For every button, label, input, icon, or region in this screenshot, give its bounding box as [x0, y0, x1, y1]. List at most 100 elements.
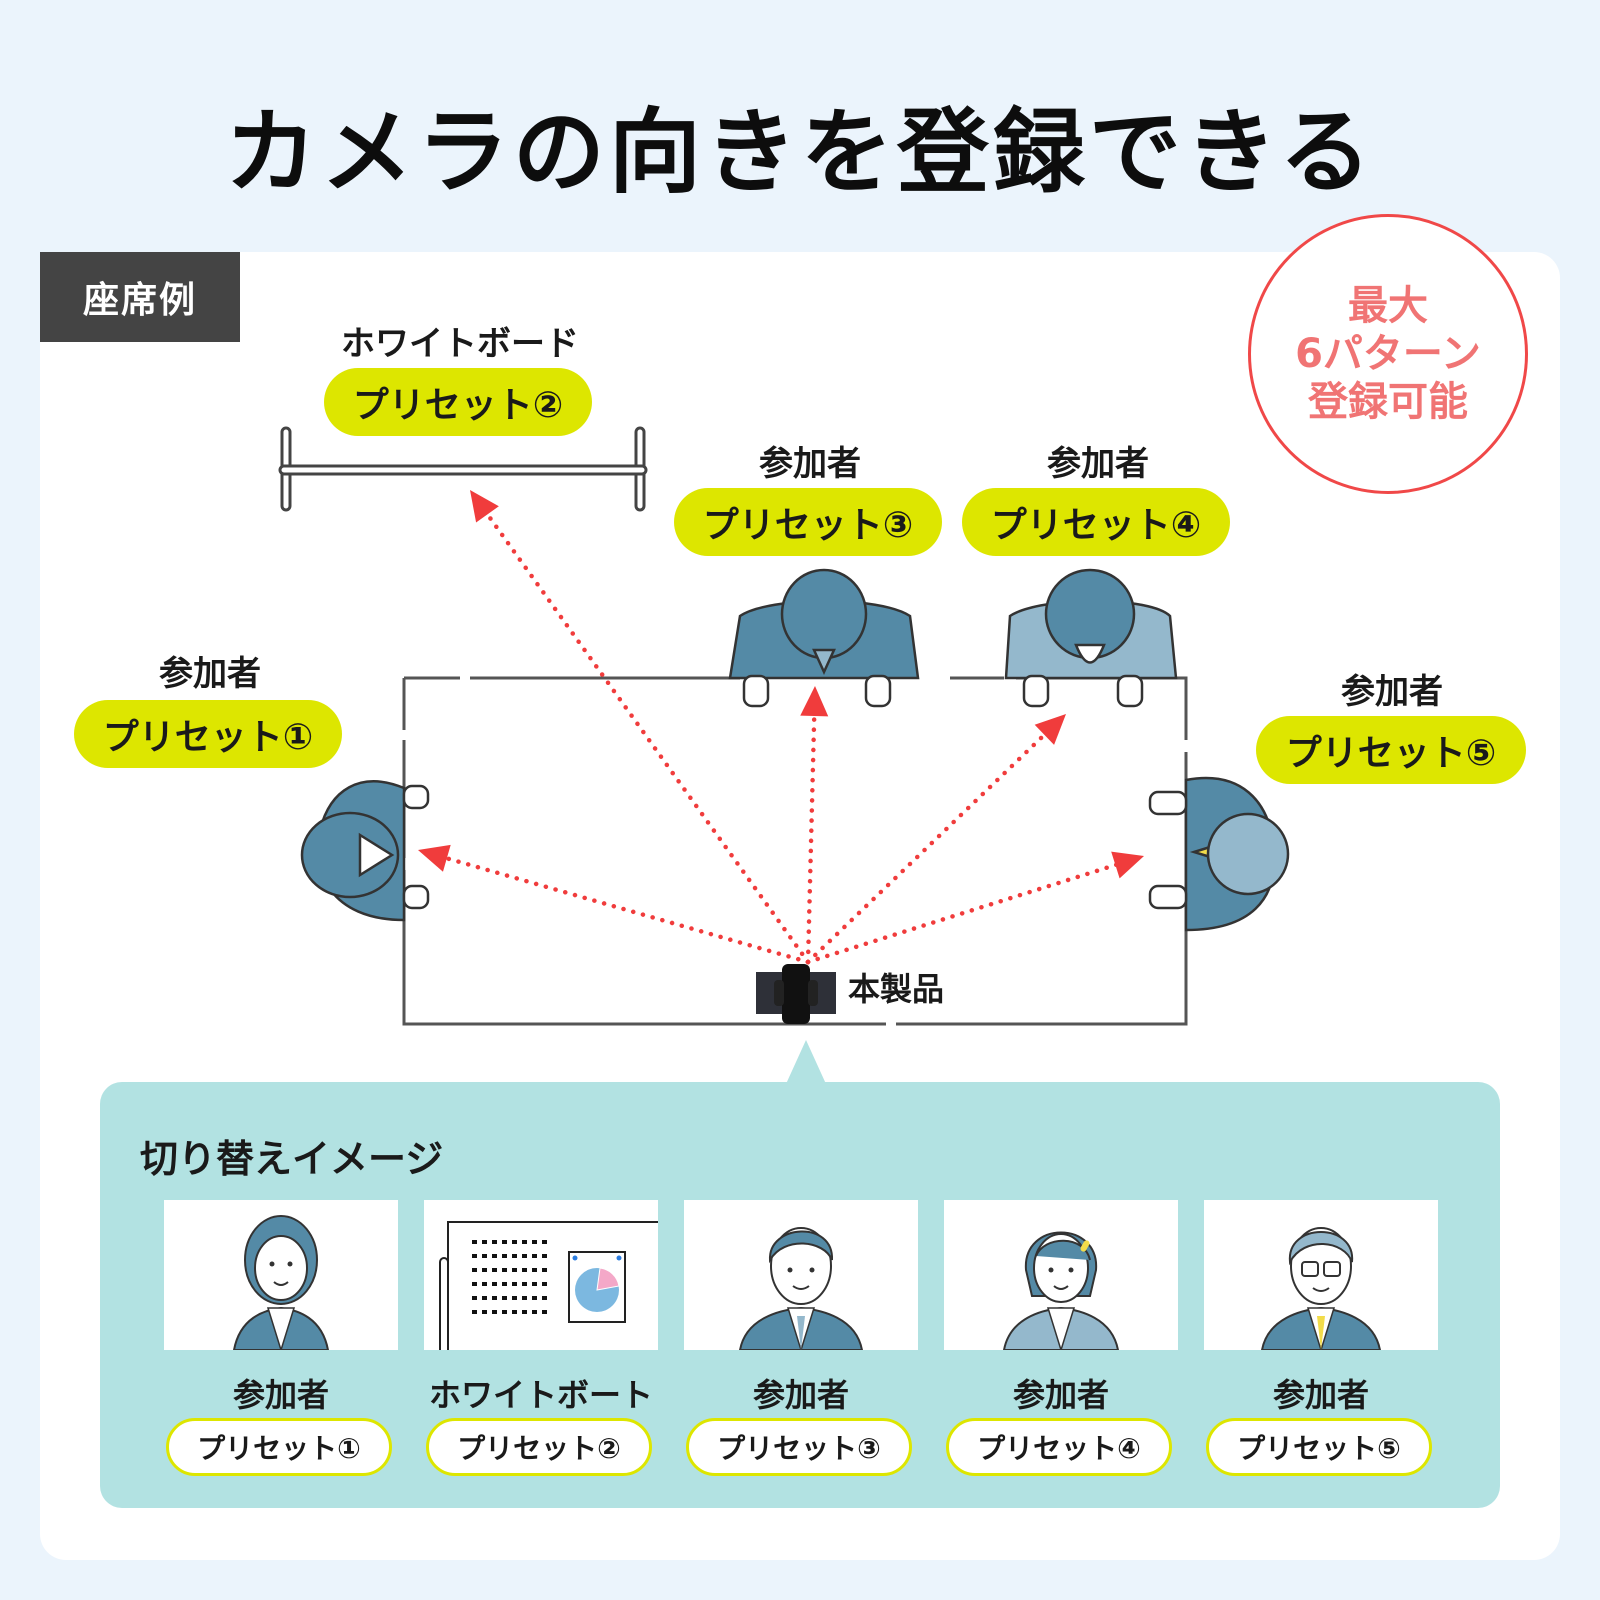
- thumb-young-man-participant-icon: [684, 1200, 918, 1350]
- arrow-dotted-line: [805, 728, 1051, 965]
- whiteboard-text-dot: [512, 1282, 517, 1286]
- thumb-senior-man-participant-icon: [1204, 1200, 1438, 1350]
- thumb-label-5: 参加者: [1272, 1376, 1369, 1414]
- whiteboard-text-dot: [542, 1310, 547, 1314]
- thumb-preset-1-button[interactable]: プリセット①: [166, 1418, 392, 1476]
- arrowhead-icon: [418, 844, 451, 872]
- participant-1-topview: [300, 780, 430, 922]
- panel-pointer: [786, 1040, 826, 1084]
- thumb-preset-3-button[interactable]: プリセット③: [686, 1418, 912, 1476]
- whiteboard-text-dot: [472, 1296, 477, 1300]
- participant-4-topview: [1004, 568, 1178, 708]
- seat-5-label: 参加者: [1341, 672, 1443, 712]
- thumb-preset-4-button[interactable]: プリセット④: [946, 1418, 1172, 1476]
- whiteboard-text-dot: [502, 1296, 507, 1300]
- preset-4-pill[interactable]: プリセット④: [962, 488, 1230, 556]
- whiteboard-text-dot: [502, 1254, 507, 1258]
- arrow-preset-5: [805, 851, 1144, 965]
- preset-3-pill[interactable]: プリセット③: [674, 488, 942, 556]
- whiteboard-text-dot: [492, 1268, 497, 1272]
- thumb-woman-participant-light-icon: [944, 1200, 1178, 1350]
- seat-3-label: 参加者: [759, 444, 861, 484]
- thumb-label-1: 参加者: [232, 1376, 329, 1414]
- whiteboard-text-dot: [532, 1268, 537, 1272]
- seat-1-label: 参加者: [159, 654, 261, 694]
- whiteboard-text-dot: [472, 1240, 477, 1244]
- whiteboard-text-dot: [512, 1296, 517, 1300]
- whiteboard-text-dot: [522, 1310, 527, 1314]
- whiteboard-text-dot: [482, 1254, 487, 1258]
- whiteboard-text-dot: [482, 1268, 487, 1272]
- arrowhead-icon: [1111, 851, 1144, 879]
- whiteboard-text-dot: [502, 1282, 507, 1286]
- arrowhead-icon: [1034, 714, 1066, 745]
- whiteboard-text-dot: [482, 1310, 487, 1314]
- thumb-woman-participant-icon: [164, 1200, 398, 1350]
- whiteboard-text-dot: [492, 1282, 497, 1286]
- whiteboard-text-dot: [522, 1254, 527, 1258]
- whiteboard-text-dot: [502, 1268, 507, 1272]
- whiteboard-text-dot: [502, 1310, 507, 1314]
- whiteboard-text-dot: [542, 1296, 547, 1300]
- thumb-preset-2-button[interactable]: プリセット②: [426, 1418, 652, 1476]
- whiteboard-text-dot: [472, 1282, 477, 1286]
- whiteboard-text-dot: [492, 1310, 497, 1314]
- whiteboard-text-dot: [502, 1240, 507, 1244]
- whiteboard-text-dot: [472, 1268, 477, 1272]
- whiteboard-text-dot: [492, 1254, 497, 1258]
- whiteboard-text-dot: [522, 1282, 527, 1286]
- whiteboard-text-dot: [522, 1240, 527, 1244]
- badge-line-3: 登録可能: [1308, 379, 1468, 425]
- whiteboard-text-dot: [512, 1310, 517, 1314]
- whiteboard-label: ホワイトボード: [341, 324, 579, 364]
- arrow-dotted-line: [805, 707, 817, 965]
- participant-5-topview: [1148, 776, 1290, 932]
- seating-diagram: [278, 426, 1290, 1026]
- whiteboard-text-dot: [522, 1296, 527, 1300]
- switch-image-title: 切り替えイメージ: [140, 1137, 444, 1181]
- whiteboard-text-dot: [492, 1240, 497, 1244]
- participant-3-topview: [728, 568, 920, 708]
- whiteboard-text-dot: [532, 1240, 537, 1244]
- camera-direction-arrows: [418, 490, 1144, 965]
- preset-2-pill[interactable]: プリセット②: [324, 368, 592, 436]
- seat-example-tag: 座席例: [40, 252, 240, 342]
- whiteboard-text-dot: [542, 1268, 547, 1272]
- whiteboard-text-dot: [482, 1240, 487, 1244]
- whiteboard-icon: [278, 426, 648, 512]
- arrow-dotted-line: [805, 860, 1124, 965]
- arrow-preset-1: [418, 844, 811, 965]
- whiteboard-text-dot: [512, 1254, 517, 1258]
- whiteboard-text-dot: [532, 1310, 537, 1314]
- whiteboard-text-dot: [532, 1282, 537, 1286]
- whiteboard-text-dot: [492, 1296, 497, 1300]
- arrow-preset-2: [470, 490, 811, 965]
- product-label: 本製品: [848, 970, 945, 1008]
- arrow-dotted-line: [438, 854, 811, 965]
- whiteboard-text-dot: [512, 1268, 517, 1272]
- whiteboard-text-dot: [522, 1268, 527, 1272]
- badge-line-2: 6パターン: [1295, 331, 1481, 377]
- arrow-preset-3: [800, 686, 829, 965]
- arrowhead-icon: [800, 686, 829, 717]
- whiteboard-text-dot: [472, 1310, 477, 1314]
- preset-5-pill[interactable]: プリセット⑤: [1256, 716, 1526, 784]
- whiteboard-text-dot: [532, 1296, 537, 1300]
- whiteboard-text-dot: [542, 1240, 547, 1244]
- badge-line-1: 最大: [1348, 283, 1428, 329]
- arrow-dotted-line: [481, 507, 811, 965]
- thumb-label-2: ホワイトボート: [428, 1376, 653, 1414]
- seat-4-label: 参加者: [1047, 444, 1149, 484]
- whiteboard-text-dot: [512, 1240, 517, 1244]
- whiteboard-text-dot: [472, 1254, 477, 1258]
- thumb-preset-5-button[interactable]: プリセット⑤: [1206, 1418, 1432, 1476]
- thumb-label-3: 参加者: [752, 1376, 849, 1414]
- whiteboard-text-dot: [482, 1282, 487, 1286]
- arrowhead-icon: [470, 490, 499, 523]
- whiteboard-text-dot: [482, 1296, 487, 1300]
- whiteboard-text-dot: [532, 1254, 537, 1258]
- preset-1-pill[interactable]: プリセット①: [74, 700, 342, 768]
- page-title: カメラの向きを登録できる: [224, 99, 1376, 206]
- whiteboard-text-dot: [542, 1254, 547, 1258]
- thumb-label-4: 参加者: [1012, 1376, 1109, 1414]
